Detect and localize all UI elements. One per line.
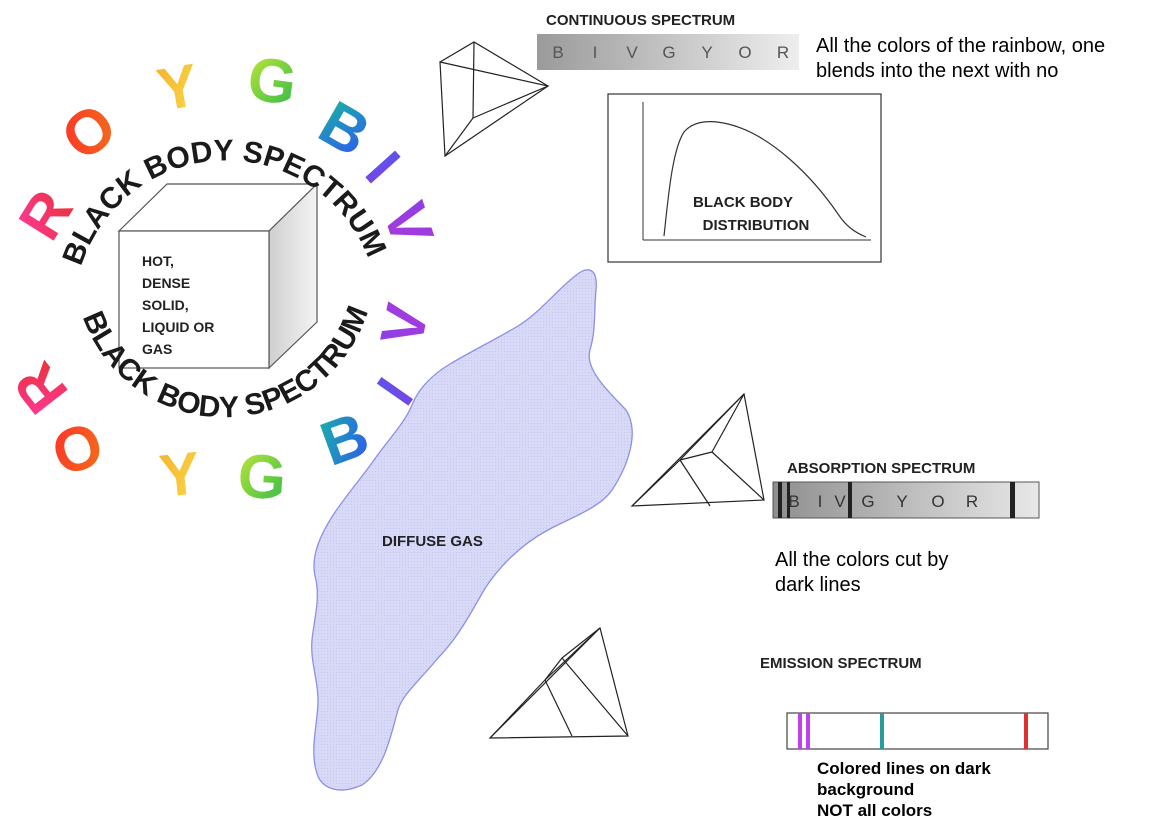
svg-text:O: O	[931, 492, 944, 511]
continuous-description-line: blends into the next with no	[816, 60, 1059, 82]
svg-text:Y: Y	[896, 492, 907, 511]
svg-text:G: G	[662, 43, 675, 62]
continuous-letters: B I V G Y O R	[552, 43, 789, 62]
svg-text:G: G	[861, 492, 874, 511]
emission-description-line: background	[817, 780, 915, 799]
absorption-description-line: All the colors cut by	[775, 549, 949, 571]
emission-title: EMISSION SPECTRUM	[760, 655, 922, 672]
svg-text:Y: Y	[701, 43, 712, 62]
blackbody-graph-frame	[607, 93, 882, 263]
letter-upper-o: O	[49, 90, 129, 174]
letter-upper-b: B	[308, 88, 381, 170]
absorption-spectrum-bar	[772, 481, 1040, 519]
letter-lower-r: R	[1, 351, 80, 426]
prism-bottom	[488, 626, 629, 739]
letter-upper-y: Y	[152, 51, 203, 124]
svg-text:V: V	[834, 492, 846, 511]
letter-lower-i: I	[365, 367, 426, 416]
absorption-description-line: dark lines	[775, 574, 861, 596]
blackbody-axes	[642, 102, 871, 241]
emission-line-2	[806, 713, 810, 749]
absorption-dark-lines	[778, 482, 1015, 518]
absorption-description: All the colors cut by dark lines	[775, 548, 1075, 598]
letter-lower-g: G	[236, 441, 289, 513]
letter-upper-r: R	[6, 179, 86, 251]
emission-description-line: NOT all colors	[817, 801, 933, 820]
prism-top	[439, 41, 550, 158]
emission-spectrum-bar	[786, 712, 1049, 750]
svg-text:B: B	[552, 43, 563, 62]
emission-lines	[798, 713, 1028, 749]
cube	[117, 182, 319, 370]
letter-upper-i: I	[353, 140, 412, 195]
continuous-title: CONTINUOUS SPECTRUM	[546, 12, 735, 29]
continuous-spectrum-bar	[537, 34, 799, 70]
emission-description-line: Colored lines on dark	[817, 759, 991, 778]
letter-upper-v: V	[370, 194, 446, 253]
emission-line-1	[798, 713, 802, 749]
svg-text:O: O	[738, 43, 751, 62]
letter-lower-y: Y	[157, 439, 204, 510]
svg-text:B: B	[788, 492, 799, 511]
emission-description: Colored lines on dark background NOT all…	[817, 758, 1117, 821]
absorption-letters: B I V G Y O R	[788, 492, 978, 511]
letter-lower-o: O	[43, 409, 112, 490]
letter-lower-v: V	[368, 298, 442, 351]
svg-text:R: R	[777, 43, 789, 62]
diffuse-gas-cloud	[311, 269, 633, 791]
absorption-title: ABSORPTION SPECTRUM	[787, 460, 975, 477]
letter-lower-b: B	[312, 399, 378, 479]
blackbody-label: BLACK BODY DISTRIBUTION	[693, 194, 809, 234]
letter-upper-g: G	[243, 44, 300, 119]
continuous-description: All the colors of the rainbow, one blend…	[816, 34, 1166, 84]
gas-label: DIFFUSE GAS	[382, 533, 483, 550]
svg-text:I: I	[593, 43, 598, 62]
continuous-description-line: All the colors of the rainbow, one	[816, 35, 1106, 57]
prism-middle	[630, 392, 765, 507]
svg-text:R: R	[966, 492, 978, 511]
emission-line-4	[1024, 713, 1028, 749]
svg-text:I: I	[818, 492, 823, 511]
cube-text: HOT, DENSE SOLID, LIQUID OR GAS	[142, 253, 218, 357]
emission-line-3	[880, 713, 884, 749]
svg-text:V: V	[626, 43, 638, 62]
blackbody-curve	[663, 121, 867, 238]
